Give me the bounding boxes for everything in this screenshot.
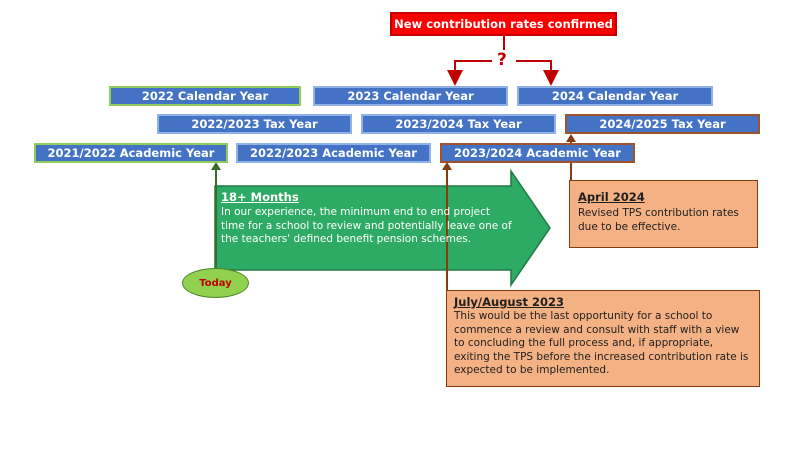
tax-year-2023-2024: 2023/2024 Tax Year (361, 114, 556, 134)
timeline-arrow-text: 18+ Months In our experience, the minimu… (221, 190, 513, 247)
question-arrow-left (447, 60, 492, 86)
academic-year-2021-2022: 2021/2022 Academic Year (34, 143, 228, 163)
july-note-body: This would be the last opportunity for a… (454, 310, 749, 376)
april-note-body: Revised TPS contribution rates due to be… (578, 207, 739, 233)
today-marker: Today (182, 268, 249, 298)
april-2024-note: April 2024 Revised TPS contribution rate… (569, 180, 758, 248)
rates-confirmed-banner: New contribution rates confirmed (390, 12, 617, 36)
question-arrow-right (516, 60, 559, 86)
arrow-title: 18+ Months (221, 190, 299, 204)
arrow-body: In our experience, the minimum end to en… (221, 206, 512, 245)
question-mark: ? (497, 50, 507, 70)
calendar-year-2023: 2023 Calendar Year (313, 86, 508, 106)
academic-year-2022-2023: 2022/2023 Academic Year (236, 143, 431, 163)
calendar-year-2022: 2022 Calendar Year (109, 86, 301, 106)
tax-year-2022-2023: 2022/2023 Tax Year (157, 114, 352, 134)
academic-year-2023-2024: 2023/2024 Academic Year (440, 143, 635, 163)
july-note-title: July/August 2023 (454, 295, 564, 309)
april-note-title: April 2024 (578, 190, 645, 204)
calendar-year-2024: 2024 Calendar Year (517, 86, 713, 106)
timeline-arrow-shape (214, 168, 551, 288)
july-august-2023-note: July/August 2023 This would be the last … (446, 290, 760, 387)
tax-year-2024-2025: 2024/2025 Tax Year (565, 114, 760, 134)
